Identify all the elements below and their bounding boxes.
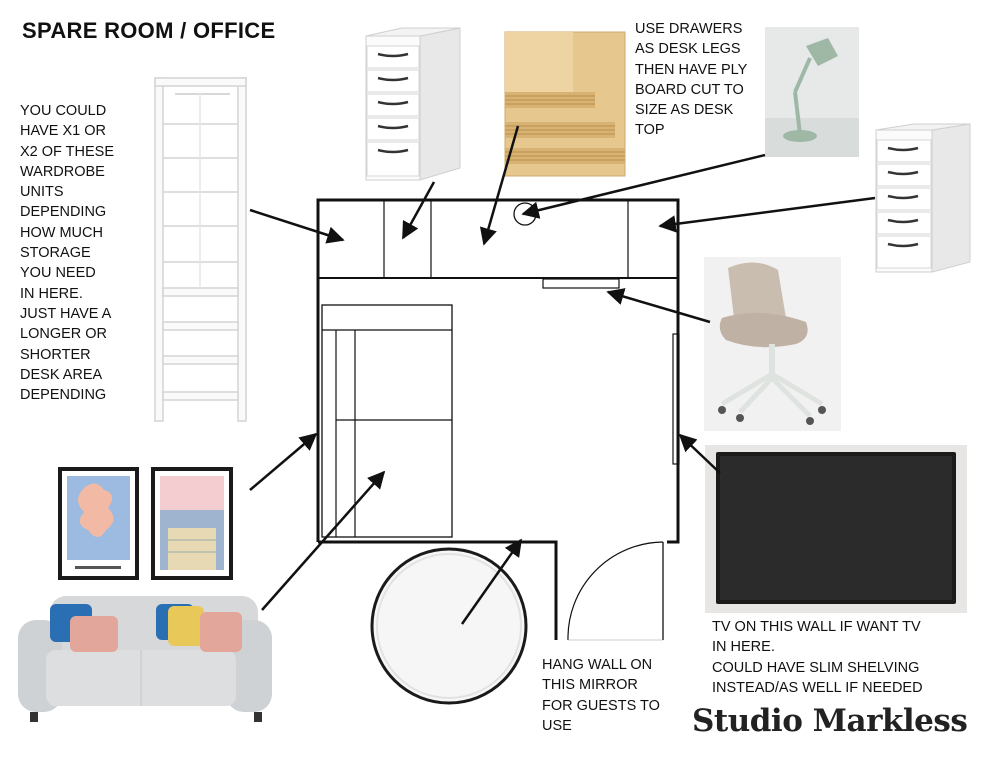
art-prints-image bbox=[58, 467, 233, 580]
mirror-note: HANG WALL ON THIS MIRROR FOR GUESTS TO U… bbox=[542, 655, 660, 736]
note-line: SIZE AS DESK bbox=[635, 102, 734, 119]
tv-image bbox=[705, 445, 967, 613]
note-line: JUST HAVE A bbox=[20, 305, 112, 322]
drawer-unit-image-2 bbox=[875, 123, 971, 273]
note-line: AS DESK LEGS bbox=[635, 41, 741, 58]
note-line: USE bbox=[542, 717, 572, 734]
note-line: YOU NEED bbox=[20, 265, 96, 282]
note-line: YOU COULD bbox=[20, 103, 107, 119]
note-line: FOR GUESTS TO bbox=[542, 697, 660, 714]
drawers-note: USE DRAWERS AS DESK LEGS THEN HAVE PLY B… bbox=[635, 19, 747, 141]
note-line: HOW MUCH bbox=[20, 224, 103, 241]
sofa-image bbox=[18, 596, 272, 722]
note-line: DEPENDING bbox=[20, 387, 107, 404]
note-line: BOARD CUT TO bbox=[635, 81, 744, 98]
note-line: IN HERE. bbox=[712, 639, 775, 656]
note-line: DESK AREA bbox=[20, 366, 103, 383]
desk-lamp-image bbox=[765, 27, 859, 157]
note-line: USE DRAWERS bbox=[635, 21, 743, 37]
note-line: IN HERE. bbox=[20, 285, 83, 302]
round-mirror-image bbox=[370, 547, 528, 705]
page-title: SPARE ROOM / OFFICE bbox=[22, 18, 276, 43]
brand-logo: Studio Markless bbox=[692, 703, 968, 739]
note-line: TV ON THIS WALL IF WANT TV bbox=[712, 619, 921, 635]
drawer-unit-image bbox=[365, 27, 461, 181]
note-line: DEPENDING bbox=[20, 204, 107, 221]
note-line: SHORTER bbox=[20, 346, 91, 363]
wardrobe-unit-image bbox=[154, 77, 247, 422]
note-line: THEN HAVE PLY bbox=[635, 61, 748, 78]
note-line: THIS MIRROR bbox=[542, 677, 638, 694]
note-line: X2 OF THESE bbox=[20, 143, 115, 160]
floor-plan bbox=[316, 198, 680, 641]
note-line: HAVE X1 OR bbox=[20, 123, 106, 140]
plywood-image bbox=[504, 31, 626, 177]
annotation-arrows bbox=[249, 125, 876, 625]
note-line: HANG WALL ON bbox=[542, 657, 653, 673]
note-line: LONGER OR bbox=[20, 326, 108, 343]
note-line: TOP bbox=[635, 122, 665, 139]
office-chair-image bbox=[704, 257, 841, 431]
note-line: UNITS bbox=[20, 184, 64, 201]
note-line: COULD HAVE SLIM SHELVING bbox=[712, 659, 920, 676]
note-line: INSTEAD/AS WELL IF NEEDED bbox=[712, 679, 923, 696]
note-line: WARDROBE bbox=[20, 163, 105, 180]
note-line: STORAGE bbox=[20, 245, 91, 262]
wardrobe-note: YOU COULD HAVE X1 OR X2 OF THESE WARDROB… bbox=[20, 101, 114, 405]
tv-note: TV ON THIS WALL IF WANT TV IN HERE. COUL… bbox=[712, 617, 923, 698]
